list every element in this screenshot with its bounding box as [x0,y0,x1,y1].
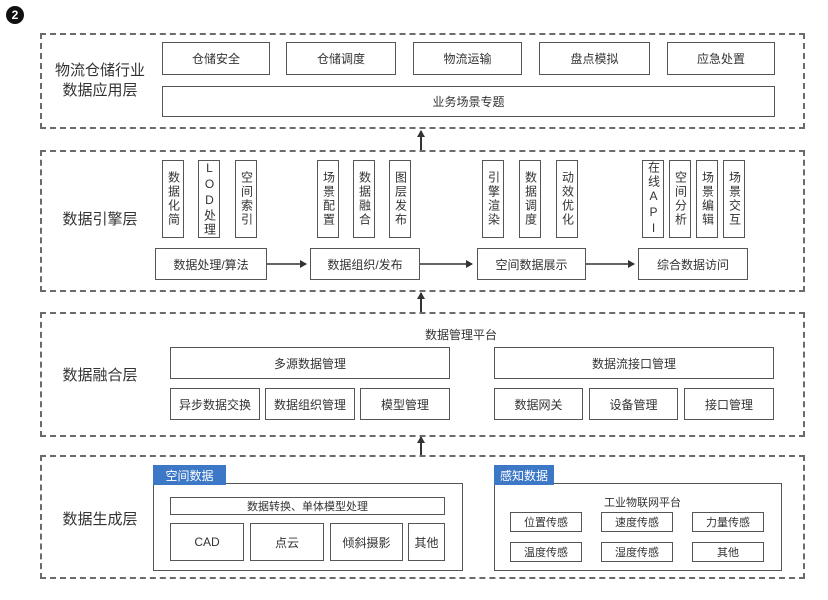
engine-v-1-3: 空间索引 [235,160,257,238]
sensing-item-force: 力量传感 [692,512,764,532]
engine-v-2-2: 数据融合 [353,160,375,238]
generation-layer [40,455,805,579]
engine-layer [40,150,805,292]
fusion-left-item-2: 数据组织管理 [265,388,355,420]
spatial-item-cad: CAD [170,523,244,561]
spatial-item-other: 其他 [408,523,445,561]
spatial-process-bar: 数据转换、单体模型处理 [170,497,445,515]
engine-v-4-1: 在线API [642,160,664,238]
sensing-item-other: 其他 [692,542,764,562]
fusion-platform-title: 数据管理平台 [425,328,498,342]
engine-v-1-1: 数据化简 [162,160,184,238]
fusion-right-item-1: 数据网关 [494,388,583,420]
engine-v-3-3: 动效优化 [556,160,578,238]
step-badge: 2 [6,6,24,24]
iot-platform-title: 工业物联网平台 [604,497,681,509]
app-item-1: 仓储安全 [162,42,270,75]
app-item-3: 物流运输 [413,42,522,75]
sensing-item-position: 位置传感 [510,512,582,532]
app-topic-bar: 业务场景专题 [162,86,775,117]
app-layer [40,33,805,129]
engine-bottom-4: 综合数据访问 [638,248,748,280]
engine-bottom-3: 空间数据展示 [477,248,586,280]
fusion-left-item-3: 模型管理 [360,388,450,420]
fusion-right-item-2: 设备管理 [589,388,678,420]
spatial-item-pointcloud: 点云 [250,523,324,561]
fusion-right-title: 数据流接口管理 [494,347,774,379]
engine-v-2-3: 图层发布 [389,160,411,238]
generation-layer-label: 数据生成层 [62,511,138,528]
spatial-data-tag: 空间数据 [153,465,226,485]
engine-v-4-3: 场景编辑 [696,160,718,238]
engine-v-1-2: LOD处理 [198,160,220,238]
sensing-data-tag: 感知数据 [494,465,554,485]
engine-layer-label: 数据引擎层 [62,211,138,228]
engine-v-4-4: 场景交互 [723,160,745,238]
app-item-4: 盘点模拟 [539,42,650,75]
engine-v-3-1: 引擎渲染 [482,160,504,238]
fusion-layer-label: 数据融合层 [62,367,138,384]
fusion-left-item-1: 异步数据交换 [170,388,260,420]
sensing-item-humidity: 湿度传感 [601,542,673,562]
engine-bottom-2: 数据组织/发布 [310,248,420,280]
engine-v-2-1: 场景配置 [317,160,339,238]
spatial-item-oblique: 倾斜摄影 [330,523,403,561]
app-item-2: 仓储调度 [286,42,396,75]
app-layer-label: 物流仓储行业 数据应用层 [54,62,145,99]
fusion-right-item-3: 接口管理 [684,388,774,420]
fusion-left-title: 多源数据管理 [170,347,450,379]
fusion-layer [40,312,805,437]
engine-bottom-1: 数据处理/算法 [155,248,267,280]
sensing-item-temperature: 温度传感 [510,542,582,562]
engine-v-3-2: 数据调度 [519,160,541,238]
app-item-5: 应急处置 [667,42,775,75]
engine-v-4-2: 空间分析 [669,160,691,238]
sensing-item-speed: 速度传感 [601,512,673,532]
